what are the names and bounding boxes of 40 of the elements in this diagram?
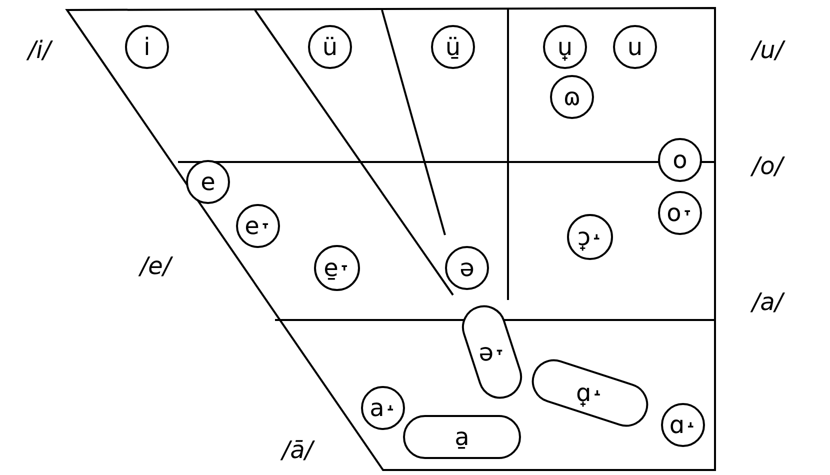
vowel-circle: [658, 138, 702, 182]
phoneme-label: /e/: [140, 252, 171, 280]
vowel-symbol: ɑ˔: [669, 413, 697, 437]
vowel-symbol: a˔: [370, 396, 396, 420]
vowel-symbol: ɑ̟˔: [576, 381, 604, 405]
vowel-symbol: i: [144, 35, 150, 59]
vowel-symbol: ə: [460, 256, 474, 280]
phoneme-label: /i/: [28, 36, 51, 64]
vowel-circle: [314, 245, 360, 291]
vowel-circle: [445, 246, 489, 290]
vowel-circle: [186, 160, 230, 204]
vowel-symbol: u: [627, 35, 643, 59]
vowel-symbol: e̱˕: [324, 256, 350, 280]
vowel-circle: [308, 25, 352, 69]
phoneme-label: /a/: [752, 288, 783, 316]
vowel-circle: [661, 403, 705, 447]
vowel-circle: [567, 214, 613, 260]
vowel-symbol: e˕: [244, 214, 272, 238]
vowel-symbol: e: [200, 170, 216, 194]
vowel-symbol: o: [672, 148, 688, 172]
phoneme-label: /ā/: [282, 436, 313, 464]
vowel-pill: [403, 415, 521, 459]
vowel-circle: [550, 75, 594, 119]
vowel-symbol: ɷ: [563, 85, 581, 109]
vowel-circle: [658, 191, 702, 235]
vowel-symbol: a̱: [454, 425, 470, 449]
phoneme-label: /o/: [752, 152, 783, 180]
vowel-symbol: o˕: [666, 201, 694, 225]
vowel-symbol: ɔ̟˔: [577, 225, 603, 249]
vowel-circle: [431, 25, 475, 69]
vowel-symbol: ə˕: [478, 340, 506, 364]
vowel-circle: [543, 25, 587, 69]
phoneme-label: /u/: [752, 36, 784, 64]
vowel-symbol: ü: [322, 35, 338, 59]
vowel-circle: [361, 386, 405, 430]
vowel-symbol: u̟: [557, 35, 573, 59]
vowel-symbol: ü̱: [445, 35, 461, 59]
vowel-circle: [236, 204, 280, 248]
vowel-circle: [125, 25, 169, 69]
vowel-circle: [613, 25, 657, 69]
